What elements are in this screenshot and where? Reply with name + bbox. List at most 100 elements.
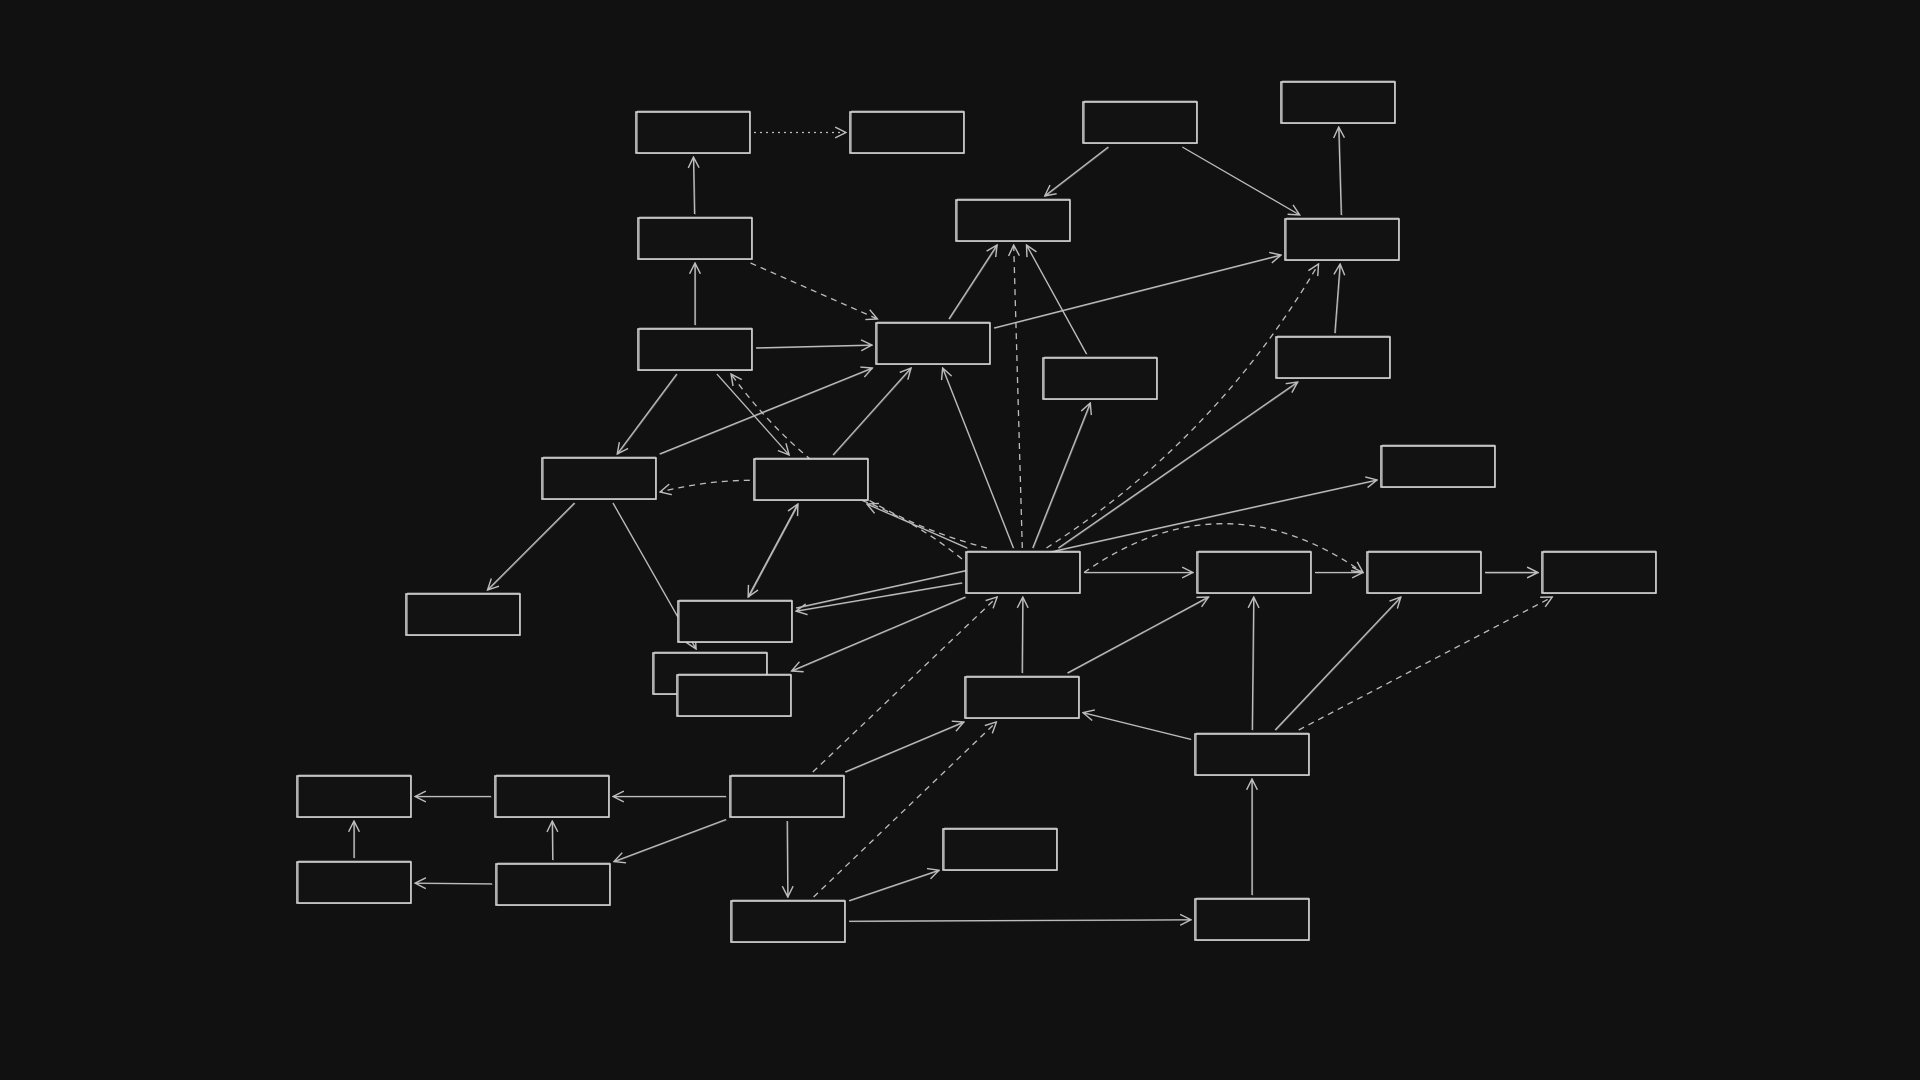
diagram-edge[interactable] <box>750 262 878 319</box>
diagram-node[interactable] <box>1194 897 1310 941</box>
diagram-edge[interactable] <box>1339 127 1342 216</box>
diagram-edge[interactable] <box>613 797 727 798</box>
node-box-sketch <box>1196 897 1309 941</box>
diagram-edge[interactable] <box>1045 146 1110 197</box>
diagram-edge[interactable] <box>1083 523 1363 573</box>
diagram-node[interactable] <box>942 827 1058 871</box>
edge-line <box>1046 264 1318 549</box>
diagram-node[interactable] <box>1194 732 1310 776</box>
diagram-edge[interactable] <box>848 920 1192 922</box>
node-box-sketch <box>543 456 656 500</box>
node-box-sketch <box>497 862 610 906</box>
diagram-edge[interactable] <box>867 504 969 549</box>
node-box <box>1284 218 1400 261</box>
diagram-node[interactable] <box>1366 550 1482 594</box>
diagram-edge[interactable] <box>1485 573 1539 574</box>
diagram-edge[interactable] <box>1067 597 1209 674</box>
diagram-node[interactable] <box>676 673 792 717</box>
diagram-edge[interactable] <box>415 797 492 798</box>
node-box-sketch <box>732 899 845 943</box>
diagram-node[interactable] <box>677 599 793 643</box>
diagram-node[interactable] <box>296 774 412 818</box>
diagram-edge[interactable] <box>812 597 997 773</box>
diagram-edge[interactable] <box>795 480 1378 609</box>
diagram-node[interactable] <box>1280 80 1396 124</box>
diagram-edge[interactable] <box>614 818 727 862</box>
diagram-node[interactable] <box>730 899 846 943</box>
diagram-edge[interactable] <box>659 368 874 455</box>
diagram-node[interactable] <box>296 860 412 904</box>
diagram-edge[interactable] <box>747 504 799 598</box>
node-box <box>955 199 1071 242</box>
diagram-edge[interactable] <box>1315 573 1364 574</box>
edge-line <box>1026 245 1088 355</box>
edge-line <box>792 596 966 671</box>
diagram-edge[interactable] <box>1057 382 1298 549</box>
diagram-edge[interactable] <box>1083 713 1192 741</box>
diagram-edge[interactable] <box>1252 779 1253 896</box>
diagram-edge[interactable] <box>787 820 788 898</box>
diagram-node[interactable] <box>635 110 751 154</box>
diagram-edge[interactable] <box>796 582 963 612</box>
diagram-edge[interactable] <box>1046 264 1318 549</box>
edge-line <box>844 722 964 773</box>
diagram-node[interactable] <box>955 198 1071 242</box>
diagram-edge[interactable] <box>415 883 493 884</box>
edge-line-sketch <box>792 597 967 672</box>
diagram-edge[interactable] <box>844 722 964 773</box>
diagram-edge[interactable] <box>1032 403 1092 549</box>
diagram-edge[interactable] <box>1026 245 1088 355</box>
diagram-edge[interactable] <box>832 368 912 456</box>
diagram-node[interactable] <box>729 774 845 818</box>
diagram-node[interactable] <box>1541 550 1657 594</box>
diagram-edge[interactable] <box>943 368 1015 549</box>
diagram-node[interactable] <box>405 592 521 636</box>
diagram-edge[interactable] <box>1274 597 1401 731</box>
diagram-edge[interactable] <box>1298 597 1553 731</box>
diagram-edge[interactable] <box>813 722 997 898</box>
diagram-node[interactable] <box>541 456 657 500</box>
node-box-sketch <box>944 827 1057 871</box>
diagram-edge[interactable] <box>1252 597 1254 731</box>
diagram-node[interactable] <box>1082 100 1198 144</box>
diagram-edge[interactable] <box>1335 264 1341 334</box>
diagram-node[interactable] <box>494 774 610 818</box>
diagram-node[interactable] <box>1284 217 1400 261</box>
diagram-edge[interactable] <box>1022 597 1023 674</box>
diagram-edge[interactable] <box>716 373 790 456</box>
diagram-edge[interactable] <box>1084 573 1194 574</box>
diagram-node[interactable] <box>753 457 869 501</box>
node-box <box>296 861 412 904</box>
diagram-node[interactable] <box>637 327 753 371</box>
diagram-edge[interactable] <box>693 157 695 215</box>
diagram-node[interactable] <box>1380 444 1496 488</box>
diagram-edge[interactable] <box>1181 146 1300 216</box>
diagram-node[interactable] <box>965 550 1081 594</box>
edge-line-sketch <box>1033 403 1092 549</box>
diagram-edge[interactable] <box>488 502 576 591</box>
diagram-edge[interactable] <box>552 821 553 861</box>
diagram-edge[interactable] <box>354 821 355 859</box>
diagram-edge[interactable] <box>948 245 999 320</box>
diagram-edge[interactable] <box>755 345 873 349</box>
diagram-node[interactable] <box>875 321 991 365</box>
diagram-edge[interactable] <box>617 373 678 455</box>
diagram-edge[interactable] <box>695 263 696 326</box>
node-box <box>730 900 846 943</box>
diagram-node[interactable] <box>1042 356 1158 400</box>
diagram-edge[interactable] <box>848 870 940 902</box>
edge-line <box>755 345 872 348</box>
diagram-node[interactable] <box>1275 335 1391 379</box>
diagram-edge[interactable] <box>993 255 1282 329</box>
diagram-edge[interactable] <box>660 479 963 560</box>
node-box <box>875 322 991 365</box>
diagram-edge[interactable] <box>792 596 967 672</box>
edge-line <box>488 502 575 590</box>
diagram-node[interactable] <box>495 862 611 906</box>
diagram-node[interactable] <box>637 216 753 260</box>
diagram-node[interactable] <box>1196 550 1312 594</box>
edge-line <box>614 818 727 861</box>
diagram-edge[interactable] <box>1014 245 1023 549</box>
diagram-node[interactable] <box>849 110 965 154</box>
diagram-node[interactable] <box>964 675 1080 719</box>
